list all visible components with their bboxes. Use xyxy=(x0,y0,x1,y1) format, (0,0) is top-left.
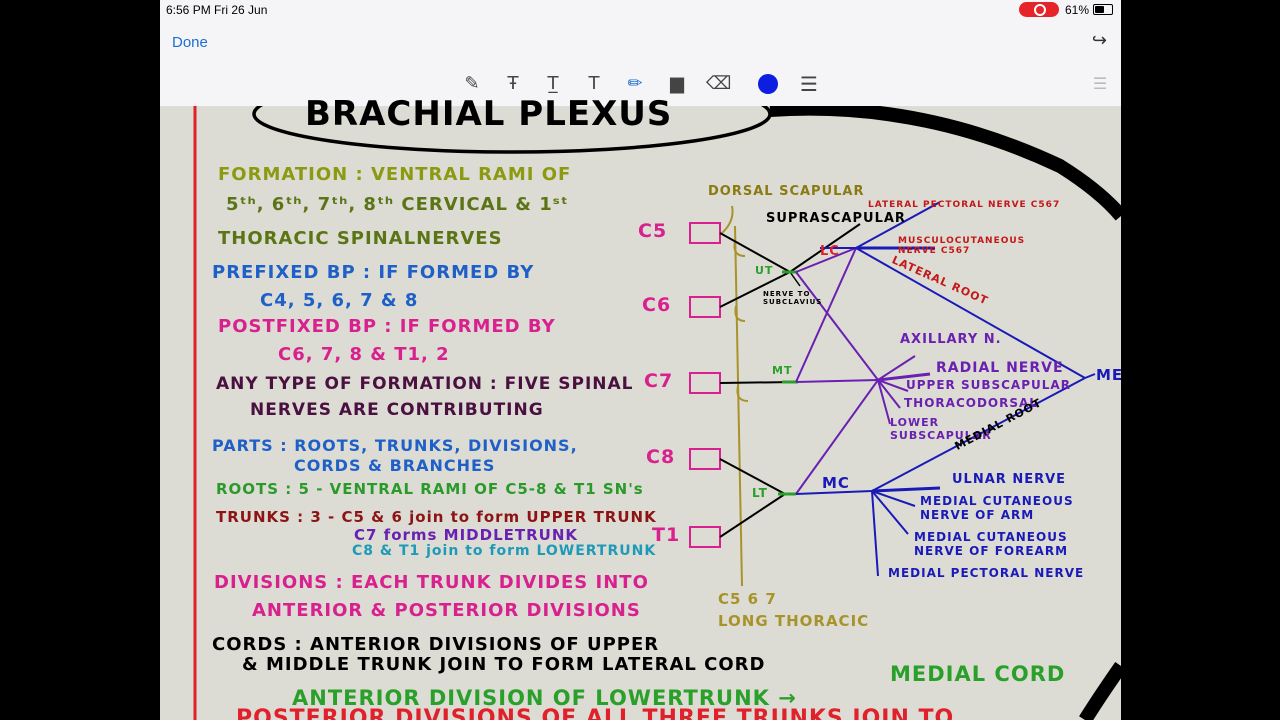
suprascapular-label: SUPRASCAPULAR xyxy=(766,211,906,226)
roots-line: ROOTS : 5 - VENTRAL RAMI OF C5-8 & T1 SN… xyxy=(216,480,644,498)
mcn-forearm-label: MEDIAL CUTANEOUS NERVE OF FOREARM xyxy=(914,530,1069,558)
formation-line-1: FORMATION : VENTRAL RAMI OF xyxy=(218,164,572,185)
root-c6: C6 xyxy=(642,294,672,316)
prefixed-line-1: PREFIXED BP : IF FORMED BY xyxy=(212,262,535,283)
lower-subscapular-label: LOWER SUBSCAPULAR xyxy=(890,416,992,442)
notes-page: BRACHIAL PLEXUS FORMATION : VENTRAL RAMI… xyxy=(160,94,1121,720)
long-thoracic-label: LONG THORACIC xyxy=(718,612,870,630)
radial-label: RADIAL NERVE xyxy=(936,360,1064,376)
divisions-line-1: DIVISIONS : EACH TRUNK DIVIDES INTO xyxy=(214,572,649,593)
cords-line-1: CORDS : ANTERIOR DIVISIONS OF UPPER xyxy=(212,634,660,655)
postfixed-line-1: POSTFIXED BP : IF FORMED BY xyxy=(218,316,556,337)
cord-lateral-label: LC xyxy=(820,244,840,259)
cords-line-3-medial: MEDIAL CORD xyxy=(890,662,1066,686)
formation-line-2: 5ᵗʰ, 6ᵗʰ, 7ᵗʰ, 8ᵗʰ CERVICAL & 1ˢᵗ xyxy=(226,194,569,215)
musculocutaneous-label: MUSCULOCUTANEOUS NERVE C567 xyxy=(898,236,1026,256)
color-picker-button[interactable] xyxy=(758,74,778,94)
dorsal-scapular-label: DORSAL SCAPULAR xyxy=(708,184,865,199)
redo-icon[interactable]: ↪ xyxy=(1091,30,1107,50)
status-time: 6:56 PM Fri 26 Jun xyxy=(166,3,268,17)
ulnar-label: ULNAR NERVE xyxy=(952,472,1067,487)
page-drawing xyxy=(193,106,1121,720)
upper-subscapular-label: UPPER SUBSCAPULAR xyxy=(906,378,1071,392)
trunks-line-1: TRUNKS : 3 - C5 & 6 join to form UPPER T… xyxy=(216,508,657,526)
title: BRACHIAL PLEXUS xyxy=(305,94,673,134)
postfixed-line-2: C6, 7, 8 & T1, 2 xyxy=(278,344,450,365)
trunks-line-2: C7 forms MIDDLETRUNK xyxy=(354,526,579,544)
text-icon[interactable]: T xyxy=(588,73,600,94)
pen-icon[interactable]: ✎ xyxy=(464,73,480,94)
menu-icon[interactable]: ☰ xyxy=(800,72,818,96)
markup-toolbar: ✎ Ŧ T̲ T ✏ ▆ ⌫ ☰ ☰ xyxy=(160,62,1121,107)
trunk-lower-label: LT xyxy=(752,486,768,500)
battery-icon xyxy=(1093,4,1113,15)
cords-line-4: POSTERIOR DIVISIONS OF ALL THREE TRUNKS … xyxy=(236,706,955,720)
trunk-middle-label: MT xyxy=(772,364,793,377)
axillary-label: AXILLARY N. xyxy=(900,332,1002,347)
formation-line-3: THORACIC SPINALNERVES xyxy=(218,228,503,249)
battery-percent: 61% xyxy=(1064,3,1089,17)
divisions-line-2: ANTERIOR & POSTERIOR DIVISIONS xyxy=(252,600,641,621)
mcn-arm-label: MEDIAL CUTANEOUS NERVE OF ARM xyxy=(920,494,1074,522)
highlighter-text-icon[interactable]: Ŧ xyxy=(507,73,519,94)
lateral-pectoral-label: LATERAL PECTORAL NERVE C567 xyxy=(868,200,1061,210)
status-bar: 6:56 PM Fri 26 Jun 61% xyxy=(160,0,1121,22)
medial-pectoral-label: MEDIAL PECTORAL NERVE xyxy=(888,566,1085,580)
cord-medial-label: MC xyxy=(822,474,850,492)
parts-line-2: CORDS & BRANCHES xyxy=(294,456,496,475)
marker-icon[interactable]: ✏ xyxy=(627,73,643,94)
parts-line-1: PARTS : ROOTS, TRUNKS, DIVISIONS, xyxy=(212,436,578,455)
comment-icon[interactable]: ▆ xyxy=(670,73,684,94)
cords-line-3: ANTERIOR DIVISION OF LOWERTRUNK → xyxy=(292,686,797,710)
root-c8: C8 xyxy=(646,446,676,468)
screen-recording-icon[interactable] xyxy=(1019,2,1059,17)
root-c7: C7 xyxy=(644,370,674,392)
eraser-icon[interactable]: ⌫ xyxy=(706,73,732,94)
list-icon[interactable]: ☰ xyxy=(1092,74,1108,93)
anytype-line-2: NERVES ARE CONTRIBUTING xyxy=(250,400,544,420)
cords-line-2: & MIDDLE TRUNK JOIN TO FORM LATERAL CORD xyxy=(242,654,766,675)
anytype-line-1: ANY TYPE OF FORMATION : FIVE SPINAL xyxy=(216,374,634,394)
trunk-upper-label: UT xyxy=(755,264,774,277)
trunks-line-3: C8 & T1 join to form LOWERTRUNK xyxy=(352,543,657,559)
thoracodorsal-label: THORACODORSAL xyxy=(904,396,1038,410)
nerve-subclavius-label: NERVE TO SUBCLAVIUS xyxy=(763,290,823,306)
root-t1: T1 xyxy=(652,524,681,546)
text-underline-icon[interactable]: T̲ xyxy=(547,73,559,94)
prefixed-line-2: C4, 5, 6, 7 & 8 xyxy=(260,290,419,311)
median-label: ME xyxy=(1096,366,1121,384)
nav-bar: Done ↪ xyxy=(160,22,1121,62)
root-c5: C5 xyxy=(638,220,668,242)
ipad-screen: 6:56 PM Fri 26 Jun 61% Done ↪ ✎ Ŧ T̲ T ✏… xyxy=(160,0,1121,720)
done-button[interactable]: Done xyxy=(172,34,208,51)
long-thoracic-roots: C5 6 7 xyxy=(718,590,777,608)
